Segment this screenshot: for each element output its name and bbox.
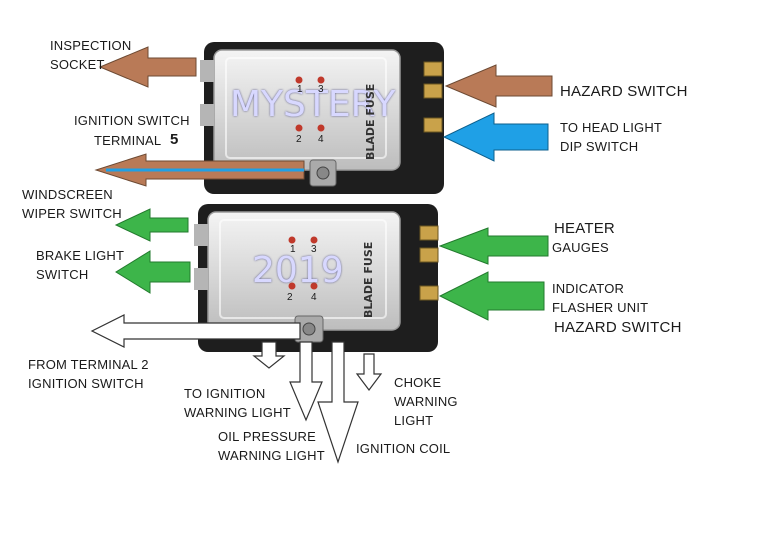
head-light-dip-label-line2: DIP SWITCH — [560, 139, 639, 154]
top-fuse-led-3 — [317, 76, 325, 84]
gauges-label: GAUGES — [552, 240, 609, 255]
from-terminal-label-line2: IGNITION SWITCH — [28, 376, 144, 391]
bottom-fuse-number-2: 2 — [287, 292, 293, 303]
ignition-switch-terminal-label-line2: TERMINAL — [94, 133, 162, 148]
top-fuse-number-1: 1 — [297, 84, 303, 95]
choke-warning-label-line1: CHOKE — [394, 375, 442, 390]
from-terminal-label-line1: FROM TERMINAL 2 — [28, 357, 149, 372]
choke-warning-light-arrow — [355, 353, 383, 391]
ignition-warning-label-line2: WARNING LIGHT — [184, 405, 291, 420]
inspection-socket-arrow — [98, 46, 197, 88]
head-light-dip-arrow — [442, 112, 549, 162]
top-fuse-number-3: 3 — [318, 84, 324, 95]
choke-warning-label-line3: LIGHT — [394, 413, 434, 428]
oil-pressure-label-line2: WARNING LIGHT — [218, 448, 325, 463]
hazard-switch-bottom-label: HAZARD SWITCH — [554, 319, 682, 336]
top-fuse-box — [200, 42, 444, 194]
bottom-fuse-number-1: 1 — [290, 244, 296, 255]
brake-light-label-line1: BRAKE LIGHT — [36, 248, 125, 263]
bottom-fuse-box — [194, 204, 439, 352]
top-fuse-led-4 — [317, 124, 325, 132]
top-fuse-number-2: 2 — [296, 134, 302, 145]
ignition-coil-label: IGNITION COIL — [356, 441, 451, 456]
overlay-2019: 2019 — [252, 250, 344, 291]
bottom-fuse-led-4 — [310, 282, 318, 290]
oil-pressure-warning-arrow — [289, 341, 323, 422]
windscreen-wiper-label-line2: WIPER SWITCH — [22, 206, 122, 221]
indicator-label-line2: FLASHER UNIT — [552, 300, 649, 315]
ignition-coil-arrow — [317, 341, 359, 464]
ignition-switch-terminal-number: 5 — [170, 131, 179, 148]
brake-light-arrow — [115, 250, 191, 294]
overlay-mystery: MYSTERY — [230, 84, 396, 125]
bottom-fuse-number-3: 3 — [311, 244, 317, 255]
bottom-blade-fuse-label: BLADE FUSE — [362, 241, 375, 318]
inspection-socket-label-line2: SOCKET — [50, 57, 105, 72]
brake-light-label-line2: SWITCH — [36, 267, 89, 282]
head-light-dip-label-line1: TO HEAD LIGHT — [560, 120, 663, 135]
top-fuse-led-2 — [295, 124, 303, 132]
indicator-label-line1: INDICATOR — [552, 281, 625, 296]
from-terminal-2-arrow — [90, 314, 301, 348]
bottom-fuse-led-2 — [288, 282, 296, 290]
top-fuse-number-4: 4 — [318, 134, 324, 145]
ignition-warning-label-line1: TO IGNITION — [184, 386, 266, 401]
heater-label: HEATER — [554, 220, 615, 237]
oil-pressure-label-line1: OIL PRESSURE — [218, 429, 317, 444]
hazard-switch-top-label: HAZARD SWITCH — [560, 83, 688, 100]
bottom-fuse-number-4: 4 — [311, 292, 317, 303]
hazard-switch-top-arrow — [444, 64, 553, 108]
choke-warning-label-line2: WARNING — [394, 394, 458, 409]
top-fuse-led-1 — [295, 76, 303, 84]
heater-gauges-arrow — [438, 227, 549, 265]
top-blade-fuse-label: BLADE FUSE — [364, 83, 377, 160]
ignition-warning-light-arrow — [252, 341, 286, 369]
bottom-fuse-led-1 — [288, 236, 296, 244]
ignition-switch-terminal-label-line1: IGNITION SWITCH — [74, 113, 190, 128]
indicator-flasher-arrow — [438, 271, 545, 321]
inspection-socket-label-line1: INSPECTION — [50, 38, 132, 53]
windscreen-wiper-arrow — [114, 208, 189, 242]
windscreen-wiper-label-line1: WINDSCREEN — [22, 187, 113, 202]
bottom-fuse-led-3 — [310, 236, 318, 244]
